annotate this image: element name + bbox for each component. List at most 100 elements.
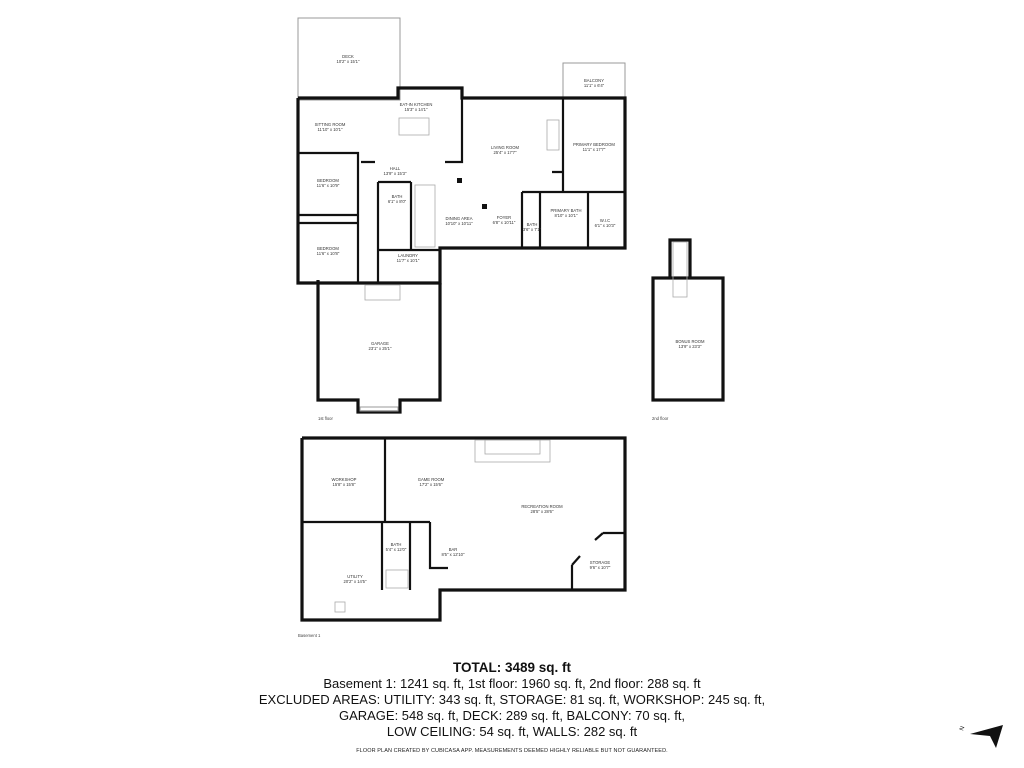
interior-walls — [298, 88, 625, 283]
room-name: BATH — [527, 222, 538, 227]
garage-wall — [316, 280, 442, 414]
exterior-wall — [296, 86, 627, 285]
column — [482, 204, 487, 209]
garage-steps — [364, 284, 401, 301]
fireplace — [546, 119, 560, 151]
floor-label-first: 1st floor — [318, 416, 334, 421]
room-dims: 11'10" x 10'1" — [318, 127, 343, 132]
excluded-areas-1: EXCLUDED AREAS: UTILITY: 343 sq. ft, STO… — [258, 692, 766, 707]
excluded-areas-3: LOW CEILING: 54 sq. ft, WALLS: 282 sq. f… — [386, 724, 638, 739]
room-dims: 11'1" x 17'7" — [583, 147, 606, 152]
room-name: BEDROOM — [317, 246, 339, 251]
room-name: BEDROOM — [317, 178, 339, 183]
room-name: W.I.C — [600, 218, 610, 223]
room-name: UTILITY — [347, 574, 363, 579]
room-name: BATH — [391, 542, 402, 547]
disclaimer: FLOOR PLAN CREATED BY CUBICASA APP. MEAS… — [356, 748, 668, 754]
room-name: STORAGE — [590, 560, 611, 565]
room-dims: 6'8" x 10'11" — [493, 220, 516, 225]
room-dims: 25'4" x 17'7" — [494, 150, 517, 155]
room-dims: 11'1" x 6'4" — [584, 83, 605, 88]
room-name: GAME ROOM — [418, 477, 445, 482]
room-dims: 28'5" x 28'6" — [531, 509, 554, 514]
room-name: LAUNDRY — [398, 253, 418, 258]
room-name: WORKSHOP — [332, 477, 357, 482]
room-name: FOYER — [497, 215, 511, 220]
utility-fixture — [334, 601, 346, 613]
room-dims: 5'4" x 12'0" — [386, 547, 407, 552]
bonus-room-wall — [651, 276, 725, 402]
second-floor-plan — [651, 238, 725, 402]
stairs — [414, 184, 436, 248]
room-dims: 8'5" x 12'10" — [442, 552, 465, 557]
fireplace-hearth — [474, 439, 551, 463]
room-name: HALL — [390, 166, 401, 171]
room-name: BATH — [392, 194, 403, 199]
room-name: BAR — [449, 547, 458, 552]
room-name: LIVING ROOM — [491, 145, 519, 150]
total-area: TOTAL: 3489 sq. ft — [452, 660, 572, 675]
room-dims: 11'6" x 10'9" — [317, 183, 340, 188]
floor-label-second: 2nd floor — [652, 416, 669, 421]
room-dims: 17'2" x 15'6" — [420, 482, 443, 487]
room-dims: 13'9" x 15'3" — [384, 171, 407, 176]
room-name: BALCONY — [584, 78, 604, 83]
room-name: EAT-IN KITCHEN — [400, 102, 433, 107]
room-dims: 8'10" x 10'1" — [555, 213, 578, 218]
room-dims: 10'10" x 10'11" — [445, 221, 473, 226]
room-name: DECK — [342, 54, 354, 59]
room-dims: 10'2" x 15'1" — [337, 59, 360, 64]
room-name: SITTING ROOM — [315, 122, 346, 127]
room-name: PRIMARY BATH — [551, 208, 582, 213]
room-dims: 11'7" x 10'1" — [397, 258, 420, 263]
room-name: DINING AREA — [446, 216, 473, 221]
room-dims: 11'6" x 10'8" — [317, 251, 340, 256]
basement-exterior-wall — [300, 436, 627, 622]
room-dims: 9'6" x 10'7" — [590, 565, 611, 570]
room-name: BONUS ROOM — [675, 339, 705, 344]
room-dims: 23'1" x 25'1" — [369, 346, 392, 351]
floor-label-basement: Basement 1 — [298, 633, 321, 638]
compass-label: N — [959, 726, 966, 732]
room-dims: 3'6" x 7'1" — [523, 227, 542, 232]
room-dims: 15'8" x 15'8" — [333, 482, 356, 487]
room-dims: 6'1" x 8'0" — [388, 199, 407, 204]
deck-outline — [297, 17, 401, 101]
fireplace-inner — [484, 439, 541, 455]
svg-text:W.I.C6'1" x 10'3": W.I.C6'1" x 10'3" — [595, 218, 616, 228]
kitchen-island — [398, 117, 430, 136]
column — [457, 178, 462, 183]
north-arrow-icon: N — [959, 725, 1003, 748]
room-name: PRIMARY BEDROOM — [573, 142, 615, 147]
stairs — [672, 241, 688, 298]
room-dims: 13'9" x 23'3" — [679, 344, 702, 349]
first-floor-plan — [296, 17, 627, 414]
area-summary: TOTAL: 3489 sq. ft Basement 1: 1241 sq. … — [0, 660, 1024, 754]
room-dims: 15'3" x 14'1" — [405, 107, 428, 112]
basement-interior-walls — [302, 438, 625, 590]
floor-areas: Basement 1: 1241 sq. ft, 1st floor: 1960… — [323, 676, 701, 691]
